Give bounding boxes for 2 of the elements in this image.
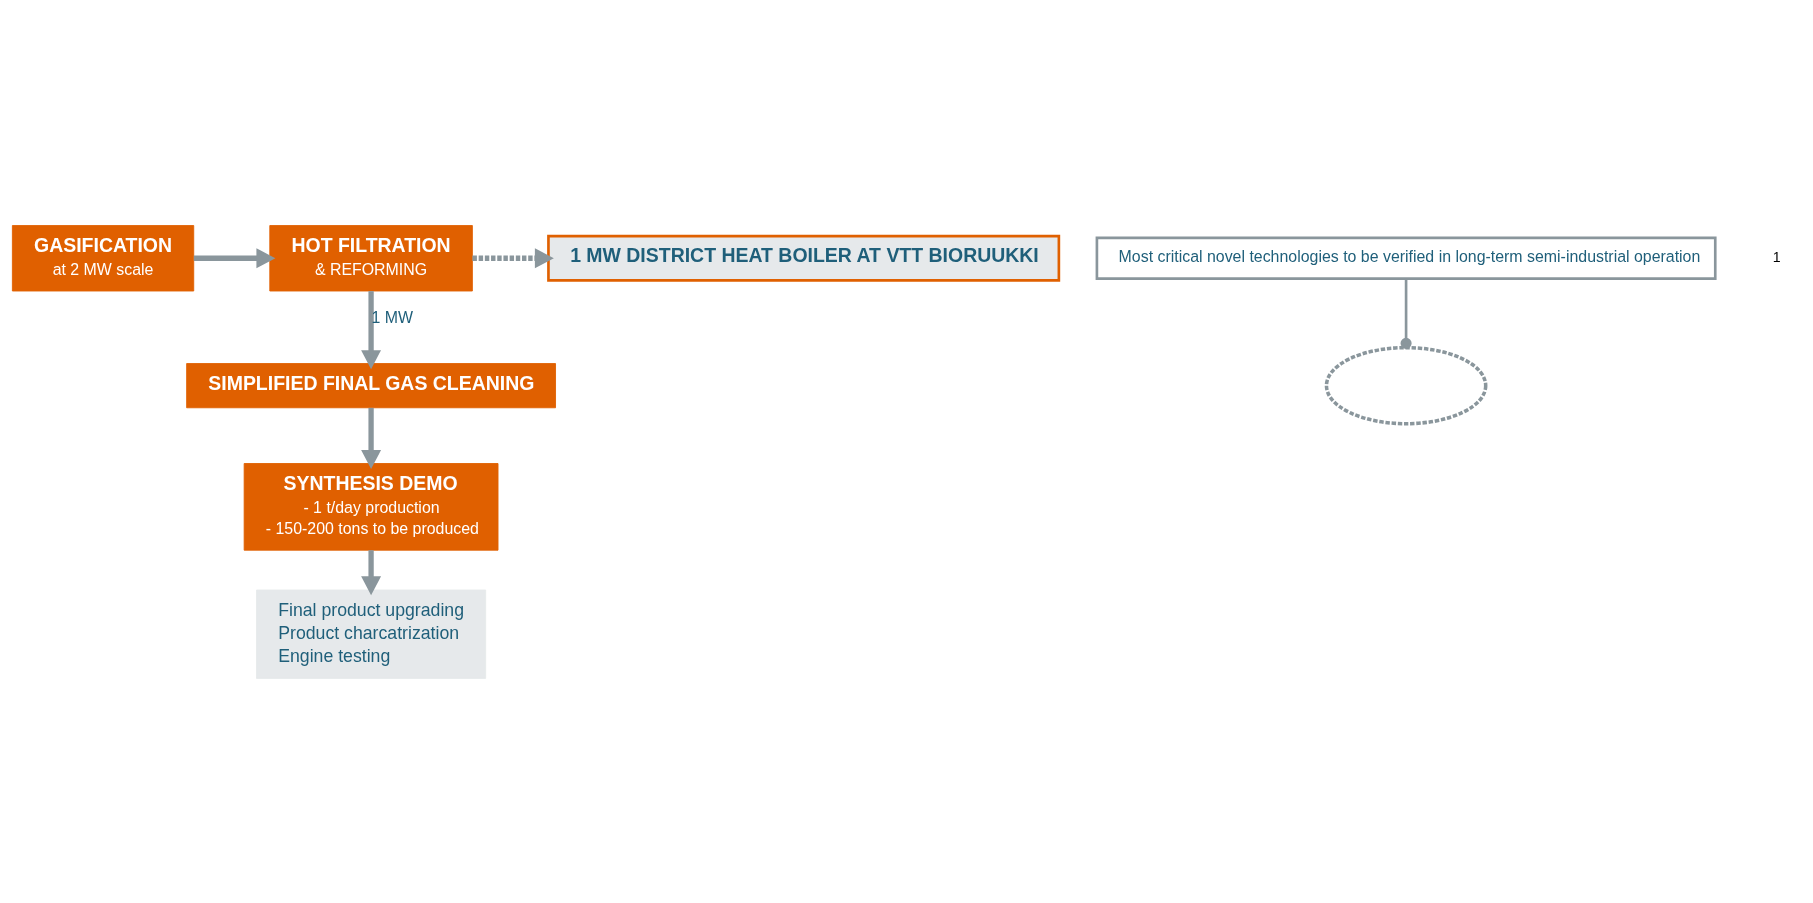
- label: 1: [1772, 248, 1781, 265]
- edge-label: 1 MW: [371, 308, 414, 326]
